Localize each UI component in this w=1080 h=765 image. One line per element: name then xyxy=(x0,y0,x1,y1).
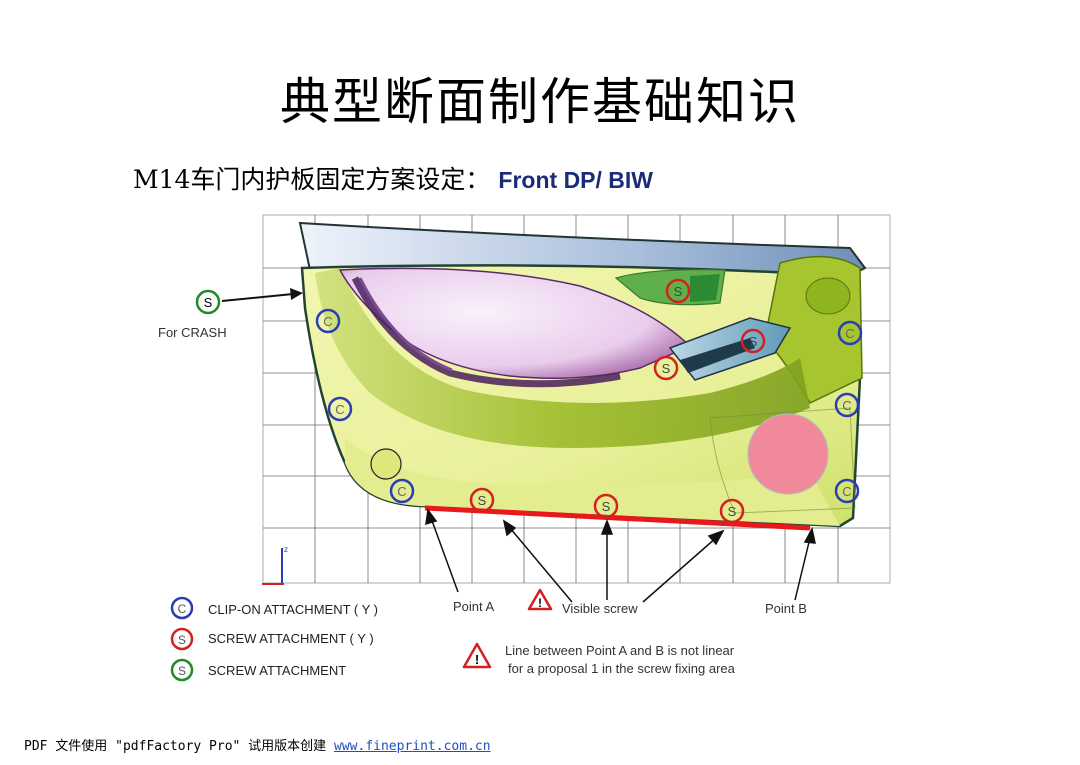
footer: PDF 文件使用 "pdfFactory Pro" 试用版本创建 www.fin… xyxy=(24,735,491,754)
legend-symbol: C xyxy=(178,602,187,616)
subtitle-chinese: M14车门内护板固定方案设定： xyxy=(133,165,491,194)
note-line-1: Line between Point A and B is not linear xyxy=(505,643,735,658)
door-panel-drawing: z S For CRASH C C C C C C S S xyxy=(158,214,891,682)
page-subtitle: M14车门内护板固定方案设定： Front DP/ BIW xyxy=(133,160,653,196)
screw-symbol: S xyxy=(674,284,683,299)
legend-item-screw-y: S SCREW ATTACHMENT ( Y ) xyxy=(170,627,374,651)
screw-symbol: S xyxy=(478,493,487,508)
legend-label: SCREW ATTACHMENT xyxy=(208,663,346,678)
screw-symbol: S xyxy=(749,334,758,349)
clip-marker: C xyxy=(389,478,415,504)
visible-screw-label: Visible screw xyxy=(562,601,638,616)
clip-symbol: C xyxy=(842,398,851,413)
screw-marker: S xyxy=(740,328,766,354)
line-a-b xyxy=(424,505,811,531)
subtitle-english: Front DP/ BIW xyxy=(498,167,654,193)
footer-link[interactable]: www.fineprint.com.cn xyxy=(334,739,491,754)
screw-marker: S xyxy=(719,498,745,524)
screw-marker-crash: S xyxy=(195,288,303,315)
clip-marker: C xyxy=(837,320,863,346)
door-panel-figure: z S For CRASH C C C C C C S S xyxy=(150,208,910,697)
legend-item-screw: S SCREW ATTACHMENT xyxy=(170,658,346,682)
clip-symbol: C xyxy=(842,484,851,499)
legend-symbol: S xyxy=(178,633,186,647)
screw-symbol: S xyxy=(204,295,213,310)
clip-symbol: C xyxy=(335,402,344,417)
screw-marker: S xyxy=(665,278,691,304)
screw-symbol: S xyxy=(662,361,671,376)
screw-symbol: S xyxy=(728,504,737,519)
axis-indicator: z xyxy=(262,545,288,585)
door-panel-shape xyxy=(298,221,867,528)
page-title: 典型断面制作基础知识 xyxy=(280,73,800,131)
clip-symbol: C xyxy=(397,484,406,499)
legend-symbol: S xyxy=(178,664,186,678)
warning-icon: ! xyxy=(527,588,553,611)
axis-z-label: z xyxy=(284,545,288,554)
legend: C CLIP-ON ATTACHMENT ( Y ) S SCREW ATTAC… xyxy=(170,596,378,682)
clip-symbol: C xyxy=(323,314,332,329)
legend-item-clip: C CLIP-ON ATTACHMENT ( Y ) xyxy=(170,596,378,620)
screw-symbol: S xyxy=(602,499,611,514)
clip-symbol: C xyxy=(845,326,854,341)
clip-marker: C xyxy=(834,392,860,418)
point-a-label: Point A xyxy=(453,599,495,614)
legend-label: CLIP-ON ATTACHMENT ( Y ) xyxy=(208,602,378,617)
for-crash-label: For CRASH xyxy=(158,325,227,340)
svg-text:!: ! xyxy=(475,652,479,667)
footer-text: PDF 文件使用 "pdfFactory Pro" 试用版本创建 xyxy=(24,739,335,754)
point-b-label: Point B xyxy=(765,601,807,616)
pointer-arrows xyxy=(425,508,816,603)
screw-marker: S xyxy=(593,493,619,519)
clip-marker: C xyxy=(315,308,341,334)
note-line-2: for a proposal 1 in the screw fixing are… xyxy=(508,661,736,676)
screw-marker: S xyxy=(653,355,679,381)
screw-marker: S xyxy=(469,487,495,513)
legend-label: SCREW ATTACHMENT ( Y ) xyxy=(208,631,374,646)
svg-text:!: ! xyxy=(538,596,542,610)
warning-icon: ! xyxy=(462,642,492,669)
clip-marker: C xyxy=(834,478,860,504)
clip-marker: C xyxy=(327,396,353,422)
